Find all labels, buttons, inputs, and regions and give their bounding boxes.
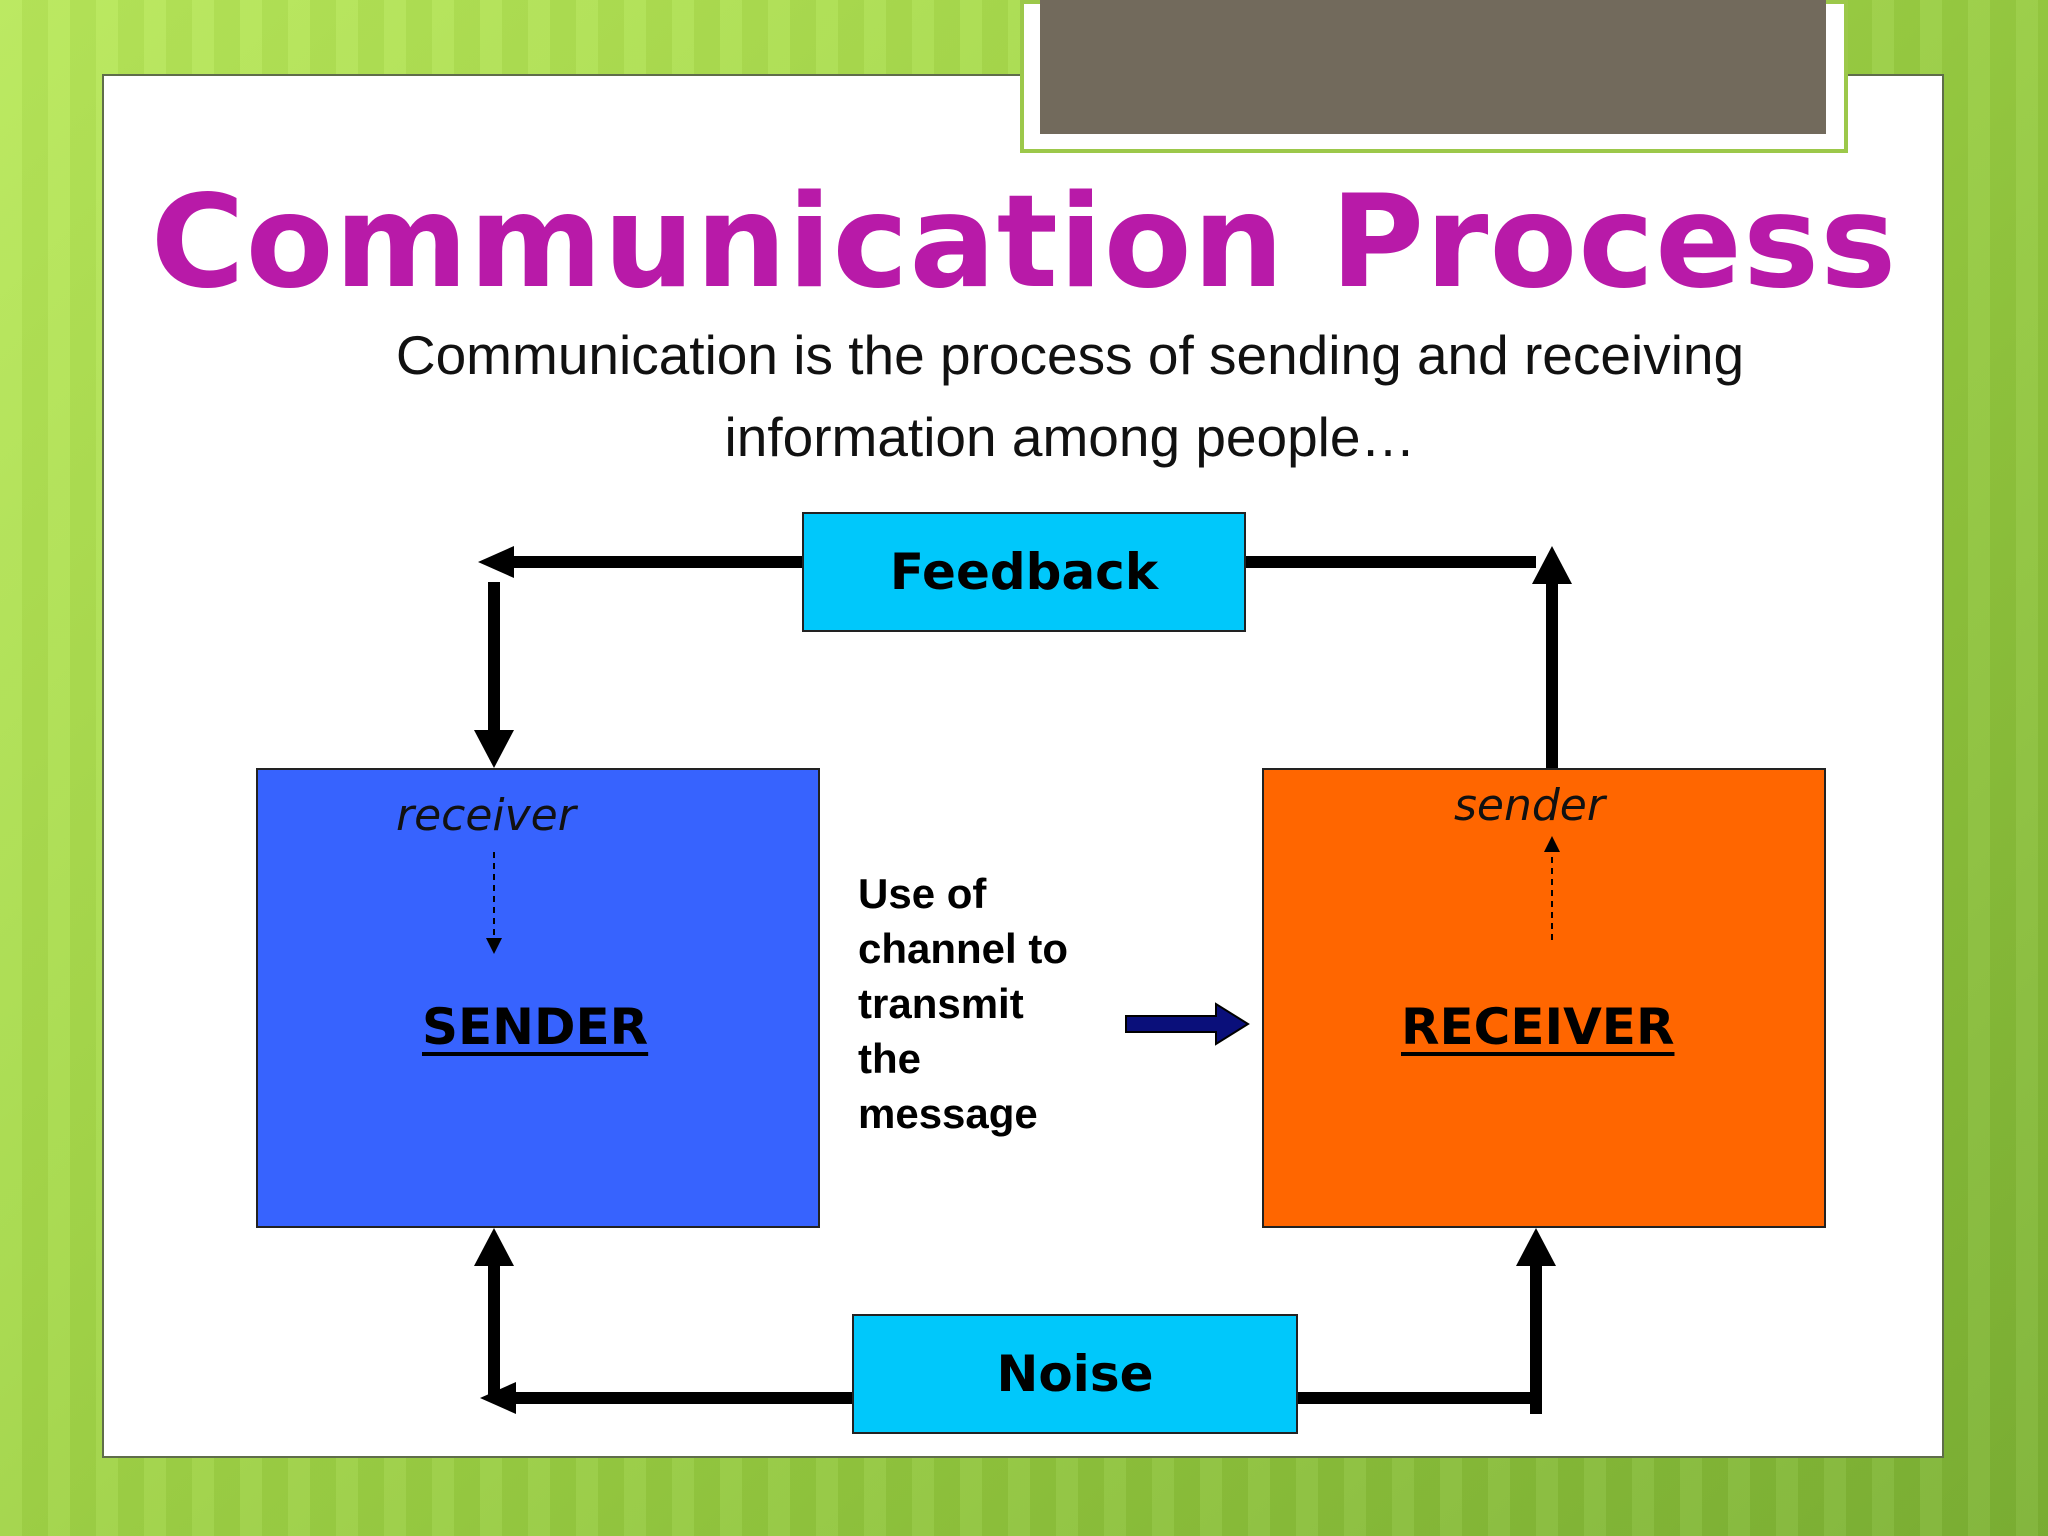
sender-role-label: receiver (396, 790, 576, 841)
sender-label: SENDER (422, 998, 649, 1056)
sender-role-arrowhead (486, 938, 502, 954)
noise-box: Noise (852, 1314, 1298, 1434)
title-frame-panel (1040, 0, 1826, 134)
receiver-role-label: sender (1454, 780, 1605, 831)
feedback-box: Feedback (802, 512, 1246, 632)
receiver-role-arrowhead (1544, 836, 1560, 852)
feedback-arrowhead-left (478, 546, 514, 578)
noise-arrowhead-sender-up (474, 1228, 514, 1266)
noise-arrowhead-receiver-up (1516, 1228, 1556, 1266)
noise-label: Noise (996, 1345, 1154, 1403)
slide-subtitle: Communication is the process of sending … (290, 314, 1850, 478)
channel-arrow (1125, 1002, 1250, 1046)
feedback-arrowhead-down (474, 730, 514, 768)
receiver-label: RECEIVER (1401, 998, 1675, 1056)
sender-box (256, 768, 820, 1228)
channel-line: Use of (858, 870, 987, 917)
subtitle-line-1: Communication is the process of sending … (395, 324, 1745, 386)
slide-title: Communication Process (150, 168, 1898, 317)
channel-line: channel to (858, 925, 1069, 972)
subtitle-line-2: information among people… (724, 406, 1416, 468)
feedback-label: Feedback (889, 543, 1159, 601)
feedback-arrowhead-up (1532, 546, 1572, 584)
receiver-box (1262, 768, 1826, 1228)
channel-line: the (858, 1035, 921, 1082)
channel-line: message (858, 1090, 1038, 1137)
channel-description: Use of channel to transmit the message (858, 866, 1138, 1141)
channel-line: transmit (858, 980, 1024, 1027)
